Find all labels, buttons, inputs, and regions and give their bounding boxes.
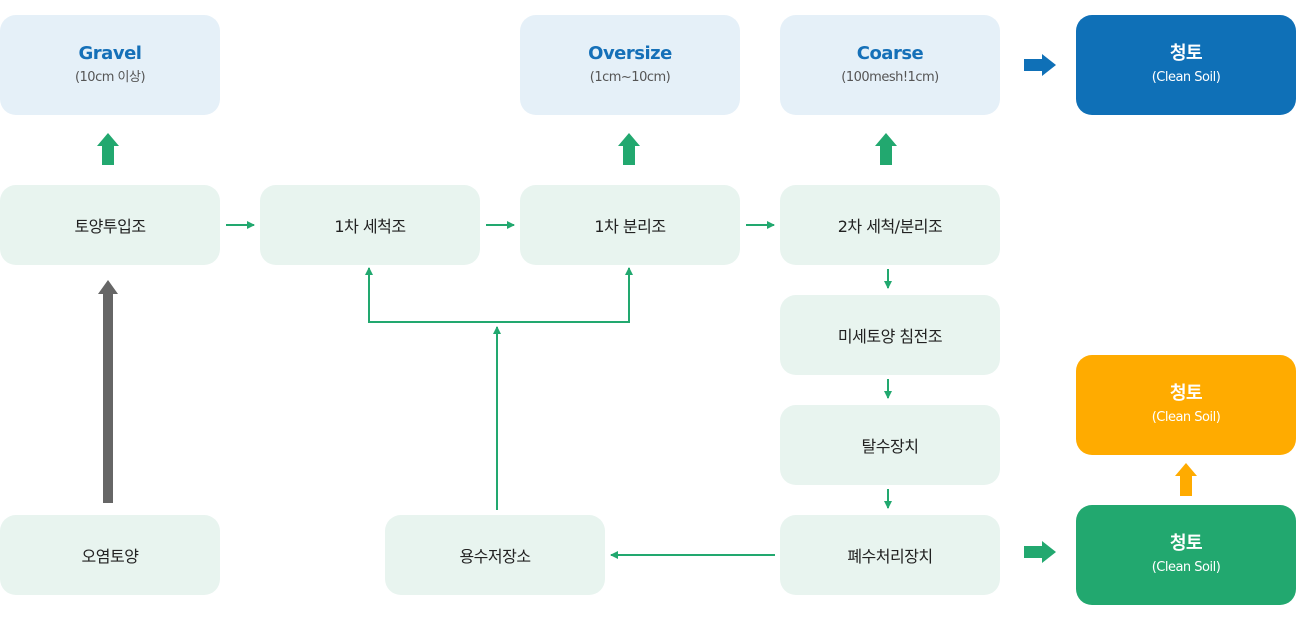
arrow-up-to-coarse [875,133,897,165]
first-wash-tank-box: 1차 세척조 [260,185,480,265]
clean-soil-blue-box: 청토 (Clean Soil) [1076,15,1296,115]
arrow-up-to-clean-soil-orange [1175,463,1197,496]
contaminated-soil-label: 오염토양 [81,547,139,566]
clean-soil-green-box: 청토 (Clean Soil) [1076,505,1296,605]
oversize-size: (1cm~10cm) [589,70,671,85]
clean-soil-orange-sub: (Clean Soil) [1151,410,1221,425]
fine-soil-settling-tank-label: 미세토양 침전조 [837,327,943,346]
dewatering-unit-box: 탈수장치 [780,405,1000,485]
clean-soil-orange-box: 청토 (Clean Soil) [1076,355,1296,455]
fine-soil-settling-tank-box: 미세토양 침전조 [780,295,1000,375]
arrow-right-to-clean-soil-blue [1024,54,1056,76]
clean-soil-blue-title: 청토 [1169,43,1203,64]
contaminated-soil-box: 오염토양 [0,515,220,595]
first-wash-tank-label: 1차 세척조 [334,217,406,236]
wastewater-treatment-label: 폐수처리장치 [847,547,933,566]
coarse-title: Coarse [856,43,924,64]
soil-input-tank-box: 토양투입조 [0,185,220,265]
clean-soil-blue-sub: (Clean Soil) [1151,70,1221,85]
water-storage-box: 용수저장소 [385,515,605,595]
first-separation-tank-box: 1차 분리조 [520,185,740,265]
soil-input-tank-label: 토양투입조 [74,217,146,236]
arrow-up-to-oversize [618,133,640,165]
clean-soil-green-sub: (Clean Soil) [1151,560,1221,575]
arrow-right-to-clean-soil-green [1024,541,1056,563]
water-storage-label: 용수저장소 [459,547,531,566]
gravel-box: Gravel (10cm 이상) [0,15,220,115]
gravel-title: Gravel [78,43,142,64]
oversize-box: Oversize (1cm~10cm) [520,15,740,115]
coarse-size: (100mesh!1cm) [841,70,939,85]
dewatering-unit-label: 탈수장치 [861,437,919,456]
oversize-title: Oversize [588,43,672,64]
gravel-size: (10cm 이상) [74,70,146,85]
clean-soil-orange-title: 청토 [1169,383,1203,404]
second-wash-separation-tank-label: 2차 세척/분리조 [837,217,943,236]
coarse-box: Coarse (100mesh!1cm) [780,15,1000,115]
arrow-up-to-gravel [97,133,119,165]
arrow-contaminated-to-input [98,280,118,503]
wastewater-treatment-box: 폐수처리장치 [780,515,1000,595]
first-separation-tank-label: 1차 분리조 [594,217,666,236]
clean-soil-green-title: 청토 [1169,533,1203,554]
second-wash-separation-tank-box: 2차 세척/분리조 [780,185,1000,265]
